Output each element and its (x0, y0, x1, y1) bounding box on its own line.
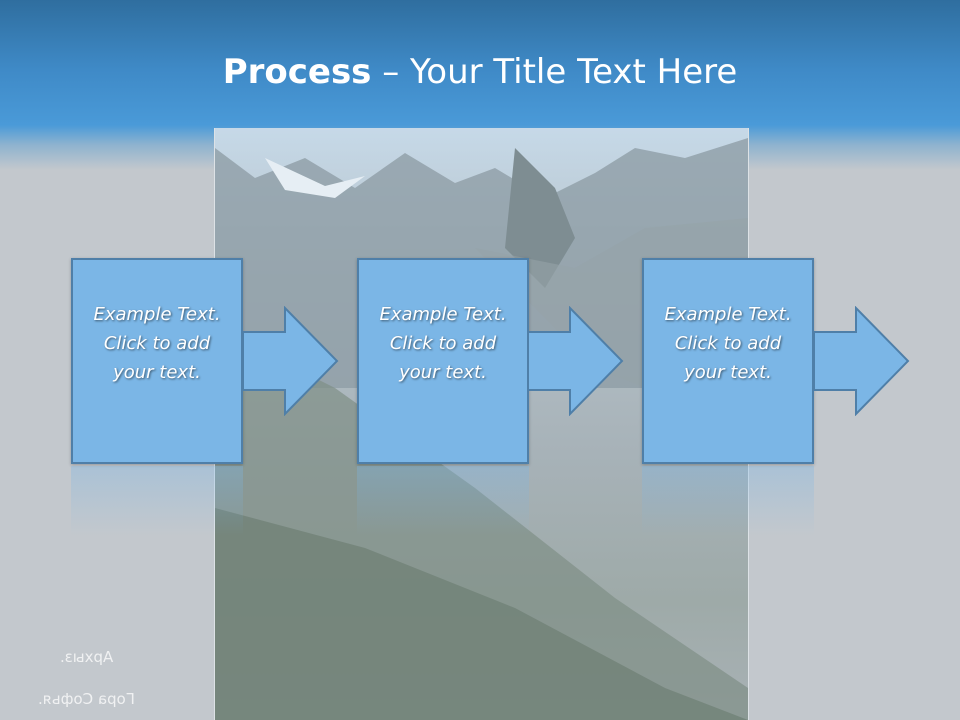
process-step-2-arrow-icon (528, 306, 624, 416)
title-rest: – Your Title Text Here (371, 52, 738, 92)
process-step-3-arrow-icon (814, 306, 910, 416)
title-bold: Process (222, 52, 372, 92)
step-2-reflection (357, 466, 529, 536)
process-step-1-arrow-icon (243, 306, 339, 416)
photo-caption-line-1: Архыз. (60, 648, 114, 666)
process-step-3-text[interactable]: Example Text. Click to add your text. (664, 303, 792, 383)
process-step-3-box[interactable]: Example Text. Click to add your text. (642, 258, 814, 464)
process-step-1-box[interactable]: Example Text. Click to add your text. (71, 258, 243, 464)
step-3-reflection (642, 466, 814, 536)
process-step-2-box[interactable]: Example Text. Click to add your text. (357, 258, 529, 464)
photo-caption-line-2: Гора Софья. (38, 690, 135, 708)
process-step-2-text[interactable]: Example Text. Click to add your text. (379, 303, 507, 383)
slide-title[interactable]: Process – Your Title Text Here (0, 52, 960, 92)
process-step-1-text[interactable]: Example Text. Click to add your text. (93, 303, 221, 383)
step-1-reflection (71, 466, 243, 536)
